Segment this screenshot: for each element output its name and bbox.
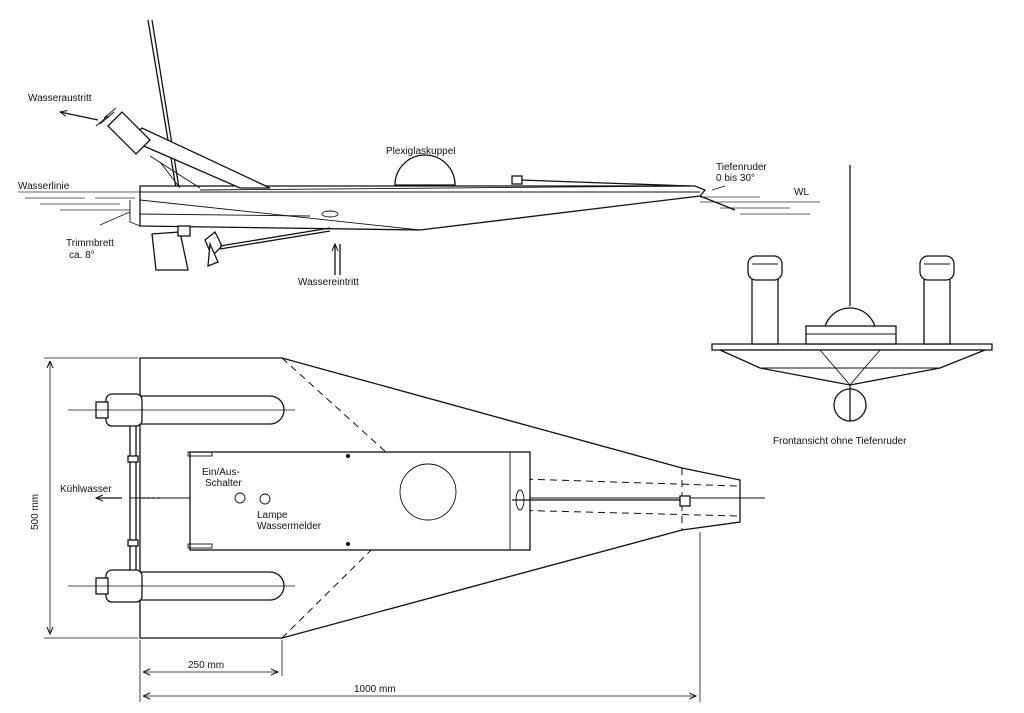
antenna bbox=[147, 19, 177, 189]
electronics-deck bbox=[189, 451, 531, 551]
exhaust-tube-top-upper bbox=[68, 393, 295, 427]
trim-board-label: Trimmbrett bbox=[66, 238, 114, 249]
total-width-label: 1000 mm bbox=[354, 684, 396, 695]
trim-board-angle-label: ca. 8° bbox=[69, 250, 95, 261]
propeller bbox=[204, 227, 331, 267]
depth-rudder-label: Tiefenruder bbox=[716, 162, 767, 173]
front-view: Frontansicht ohne Tiefenruder bbox=[711, 165, 993, 447]
water-detector-lamp bbox=[259, 493, 271, 505]
depth-rudder-range-label: 0 bis 30° bbox=[716, 173, 755, 184]
plexiglass-dome-label: Plexiglaskuppel bbox=[386, 146, 456, 157]
hull-side bbox=[139, 185, 707, 231]
waterline-label: Wasserlinie bbox=[18, 181, 70, 192]
wl-label: WL bbox=[794, 187, 809, 198]
lamp-label: Lampe bbox=[257, 510, 288, 521]
front-exhaust-left bbox=[747, 255, 783, 345]
switch-label-2: Schalter bbox=[205, 478, 242, 489]
water-inlet-port bbox=[321, 210, 339, 218]
water-inlet-label: Wassereintritt bbox=[298, 277, 359, 288]
top-view: Kühlwasser Ein/Aus- Schalter Lampe Wasse… bbox=[30, 357, 765, 702]
height-dimension-label: 500 mm bbox=[30, 494, 41, 530]
front-exhaust-right bbox=[919, 255, 955, 345]
depth-rudder bbox=[511, 175, 736, 211]
exhaust-tube bbox=[95, 107, 271, 189]
plexiglass-dome bbox=[394, 154, 456, 186]
front-hull bbox=[719, 349, 986, 386]
dimension-partial-width: 250 mm bbox=[139, 640, 283, 702]
side-view: Wasseraustritt Wasserlinie Plexiglaskupp… bbox=[18, 19, 820, 288]
on-off-switch bbox=[234, 492, 246, 504]
switch-label: Ein/Aus- bbox=[202, 467, 240, 478]
dome-top bbox=[399, 463, 457, 521]
exhaust-tube-top-lower bbox=[68, 569, 295, 603]
cooling-water-label: Kühlwasser bbox=[60, 484, 112, 495]
dimension-height: 500 mm bbox=[30, 357, 138, 639]
water-outlet-label: Wasseraustritt bbox=[28, 93, 92, 104]
trim-board bbox=[151, 231, 189, 271]
dimension-total-width: 1000 mm bbox=[144, 532, 701, 702]
water-outlet-arrow bbox=[60, 112, 99, 121]
front-view-caption: Frontansicht ohne Tiefenruder bbox=[773, 436, 907, 447]
water-detector-label: Wassermelder bbox=[257, 521, 322, 532]
partial-width-label: 250 mm bbox=[188, 660, 224, 671]
